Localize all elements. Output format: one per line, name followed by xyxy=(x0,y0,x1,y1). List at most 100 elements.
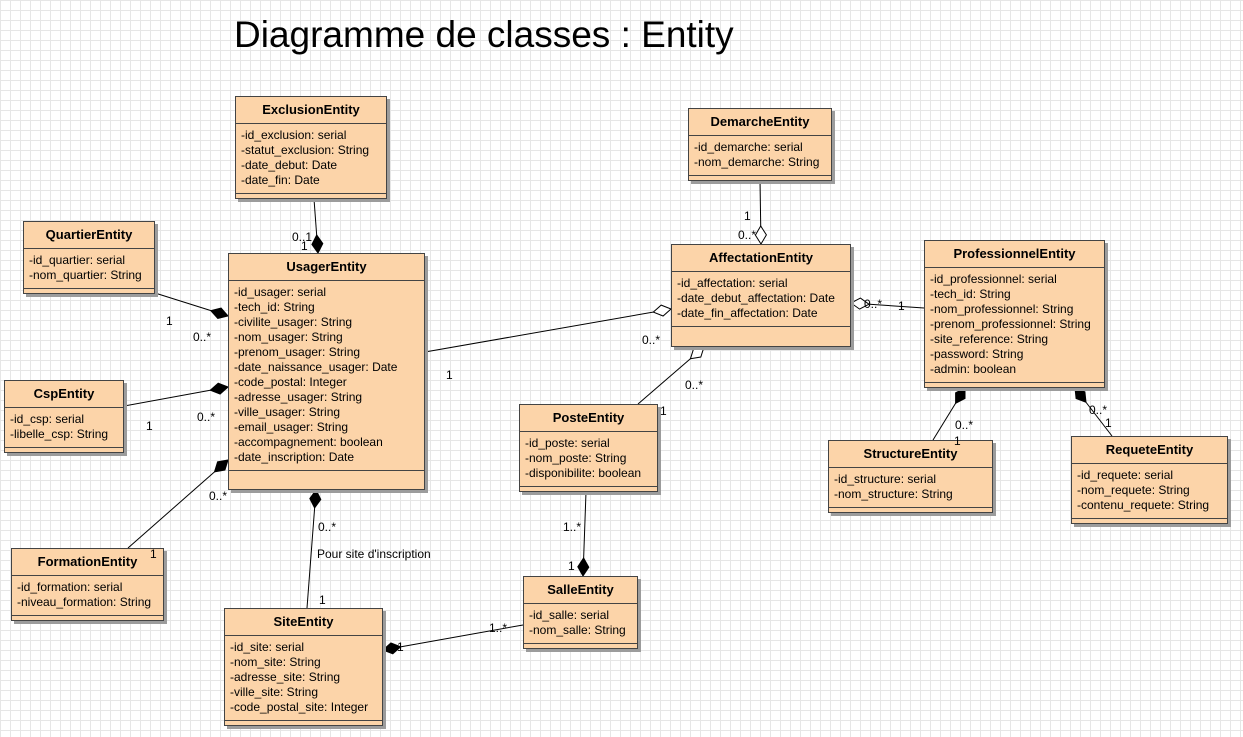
class-attribute: -disponibilite: boolean xyxy=(525,466,642,480)
multiplicity-label: 0..* xyxy=(864,297,883,311)
class-site[interactable]: SiteEntity -id_site: serial-nom_site: St… xyxy=(224,608,383,726)
class-attribute: -contenu_requete: String xyxy=(1077,498,1210,512)
class-attribute: -nom_demarche: String xyxy=(694,155,820,169)
class-attributes: -id_site: serial-nom_site: String-adress… xyxy=(225,636,382,721)
association-line[interactable] xyxy=(127,459,229,549)
association-requete-professionnel[interactable] xyxy=(1074,387,1113,437)
multiplicity-label: 1 xyxy=(568,559,575,573)
association-exclusion-usager[interactable] xyxy=(311,198,324,254)
class-attribute: -date_fin: Date xyxy=(241,173,320,187)
class-name: QuartierEntity xyxy=(24,222,154,249)
association-poste-affectation[interactable] xyxy=(637,346,705,405)
class-csp[interactable]: CspEntity -id_csp: serial-libelle_csp: S… xyxy=(4,380,124,453)
class-operations xyxy=(520,487,657,495)
class-formation[interactable]: FormationEntity -id_formation: serial-ni… xyxy=(11,548,164,621)
class-attribute: -ville_site: String xyxy=(230,685,319,699)
class-attribute: -prenom_usager: String xyxy=(234,345,361,359)
class-attribute: -tech_id: String xyxy=(234,300,315,314)
association-csp-usager[interactable] xyxy=(123,382,229,407)
class-attribute: -id_demarche: serial xyxy=(694,140,803,154)
class-name: DemarcheEntity xyxy=(689,109,831,136)
association-structure-professionnel[interactable] xyxy=(932,387,966,441)
multiplicity-label: 1 xyxy=(954,434,961,448)
class-operations xyxy=(925,383,1104,391)
class-attribute: -nom_structure: String xyxy=(834,487,953,501)
class-structure[interactable]: StructureEntity -id_structure: serial-no… xyxy=(828,440,993,513)
multiplicity-label: 0..* xyxy=(955,418,974,432)
association-usager-affectation[interactable] xyxy=(424,304,672,353)
composition-diamond xyxy=(311,234,324,254)
class-attribute: -nom_site: String xyxy=(230,655,321,669)
class-poste[interactable]: PosteEntity -id_poste: serial-nom_poste:… xyxy=(519,404,658,492)
class-operations xyxy=(829,508,992,516)
class-usager[interactable]: UsagerEntity -id_usager: serial-tech_id:… xyxy=(228,253,425,490)
composition-diamond xyxy=(309,489,322,509)
class-name: SalleEntity xyxy=(524,577,637,604)
class-affectation[interactable]: AffectationEntity -id_affectation: seria… xyxy=(671,244,851,347)
class-requete[interactable]: RequeteEntity -id_requete: serial-nom_re… xyxy=(1071,436,1228,524)
class-name: FormationEntity xyxy=(12,549,163,576)
multiplicity-label: 1 xyxy=(150,547,157,561)
class-name: StructureEntity xyxy=(829,441,992,468)
multiplicity-label: 0..* xyxy=(209,489,228,503)
class-attribute: -email_usager: String xyxy=(234,420,349,434)
multiplicity-label: 1 xyxy=(319,593,326,607)
class-attributes: -id_requete: serial-nom_requete: String-… xyxy=(1072,464,1227,519)
class-attribute: -id_site: serial xyxy=(230,640,305,654)
class-name: PosteEntity xyxy=(520,405,657,432)
class-name: ProfessionnelEntity xyxy=(925,241,1104,268)
multiplicity-label: 0..1 xyxy=(292,230,313,244)
class-salle[interactable]: SalleEntity -id_salle: serial-nom_salle:… xyxy=(523,576,638,649)
class-name: CspEntity xyxy=(5,381,123,408)
multiplicity-label: 1 xyxy=(146,419,153,433)
class-attribute: -date_naissance_usager: Date xyxy=(234,360,398,374)
association-formation-usager[interactable] xyxy=(127,459,229,549)
association-site-usager[interactable] xyxy=(306,489,322,609)
class-attribute: -niveau_formation: String xyxy=(17,595,152,609)
aggregation-diamond xyxy=(689,346,705,360)
multiplicity-label: 0..* xyxy=(1089,403,1108,417)
aggregation-diamond xyxy=(754,225,767,245)
class-attribute: -tech_id: String xyxy=(930,287,1011,301)
class-operations xyxy=(5,448,123,456)
class-attribute: -code_postal: Integer xyxy=(234,375,347,389)
class-operations xyxy=(12,616,163,624)
multiplicity-label: 1 xyxy=(446,368,453,382)
association-professionnel-affectation[interactable] xyxy=(850,297,925,310)
class-attribute: -id_quartier: serial xyxy=(29,253,126,267)
association-demarche-affectation[interactable] xyxy=(754,180,767,245)
association-line[interactable] xyxy=(382,624,524,651)
class-attribute: -nom_salle: String xyxy=(529,623,626,637)
multiplicity-label: 0..* xyxy=(318,520,337,534)
association-line[interactable] xyxy=(424,308,672,353)
class-attribute: -id_exclusion: serial xyxy=(241,128,347,142)
multiplicity-label: 1 xyxy=(166,314,173,328)
class-operations xyxy=(24,289,154,297)
association-quartier-usager[interactable] xyxy=(154,292,229,320)
class-professionnel[interactable]: ProfessionnelEntity -id_professionnel: s… xyxy=(924,240,1105,388)
class-attributes: -id_csp: serial-libelle_csp: String xyxy=(5,408,123,448)
class-exclusion[interactable]: ExclusionEntity -id_exclusion: serial-st… xyxy=(235,96,387,199)
class-operations xyxy=(689,176,831,184)
class-attributes: -id_quartier: serial-nom_quartier: Strin… xyxy=(24,249,154,289)
class-operations xyxy=(672,327,850,335)
class-name: ExclusionEntity xyxy=(236,97,386,124)
class-quartier[interactable]: QuartierEntity -id_quartier: serial-nom_… xyxy=(23,221,155,294)
association-line[interactable] xyxy=(306,489,317,609)
class-attributes: -id_structure: serial-nom_structure: Str… xyxy=(829,468,992,508)
multiplicity-label: 1 xyxy=(301,239,308,253)
association-poste-salle[interactable] xyxy=(577,491,590,577)
association-salle-site[interactable] xyxy=(382,624,524,655)
class-attribute: -nom_professionnel: String xyxy=(930,302,1074,316)
class-demarche[interactable]: DemarcheEntity -id_demarche: serial-nom_… xyxy=(688,108,832,181)
class-attributes: -id_affectation: serial-date_debut_affec… xyxy=(672,272,850,327)
multiplicity-label: 1..* xyxy=(563,520,582,534)
multiplicity-label: 0..* xyxy=(193,330,212,344)
composition-diamond xyxy=(209,307,229,320)
multiplicity-label: 1 xyxy=(397,640,404,654)
composition-diamond xyxy=(1074,387,1087,404)
class-attribute: -admin: boolean xyxy=(930,362,1017,376)
class-attribute: -id_professionnel: serial xyxy=(930,272,1057,286)
class-operations xyxy=(524,644,637,652)
composition-diamond xyxy=(577,557,590,577)
